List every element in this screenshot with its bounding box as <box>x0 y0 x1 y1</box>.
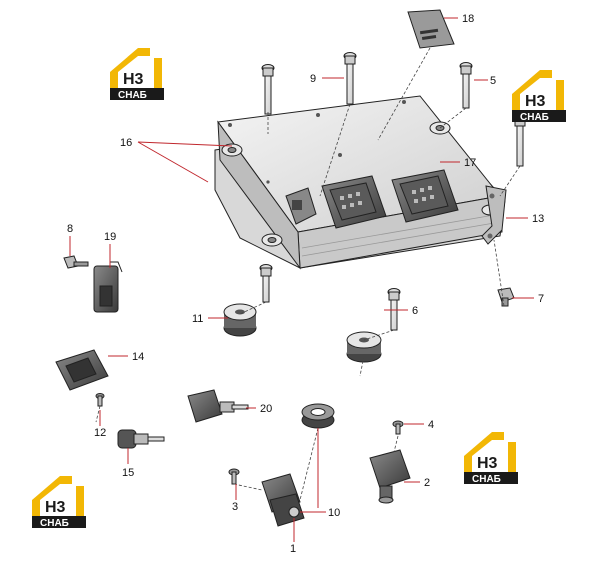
logo-bottom-right: H3 СНАБ <box>464 432 518 485</box>
callout-20: 20 <box>260 403 272 415</box>
callout-8: 8 <box>67 223 73 235</box>
bolt-left-top <box>261 64 275 115</box>
assembly-lines <box>95 47 521 501</box>
harness-bracket <box>481 185 507 245</box>
screw-12 <box>95 393 105 407</box>
callout-17: 17 <box>464 157 476 169</box>
screw-3 <box>228 468 240 485</box>
callout-labels: 18 5 9 16 17 13 7 11 6 8 19 14 12 15 20 … <box>67 13 544 555</box>
callout-19: 19 <box>104 231 116 243</box>
ecu-connector-left <box>321 175 387 229</box>
sensor-2 <box>369 449 411 504</box>
callout-16: 16 <box>120 137 132 149</box>
callout-18: 18 <box>462 13 474 25</box>
ecu-side-plug <box>285 187 317 225</box>
svg-text:H3: H3 <box>525 93 546 110</box>
logo-top-left: H3 СНАБ <box>110 48 164 101</box>
callout-11: 11 <box>192 313 203 325</box>
leader-lines <box>69 17 534 542</box>
bolt-5 <box>459 62 473 109</box>
callout-6: 6 <box>412 305 418 317</box>
callout-4: 4 <box>428 419 434 431</box>
callout-15: 15 <box>122 467 134 479</box>
callout-12: 12 <box>94 427 106 439</box>
label-plate <box>407 9 455 49</box>
sensor-20 <box>187 389 249 423</box>
sensor-14 <box>55 349 109 391</box>
ecu-connector-right <box>391 169 459 223</box>
seal-ring-10 <box>301 403 335 429</box>
callout-2: 2 <box>424 477 430 489</box>
bolt-11 <box>259 264 273 303</box>
callout-14: 14 <box>132 351 144 363</box>
callout-5: 5 <box>490 75 496 87</box>
logo-bottom-left: H3 СНАБ <box>32 476 86 529</box>
bolt-6 <box>387 288 401 331</box>
svg-text:СНАБ: СНАБ <box>118 90 147 101</box>
logo-top-right: H3 СНАБ <box>512 70 566 123</box>
callout-13: 13 <box>532 213 544 225</box>
svg-text:СНАБ: СНАБ <box>40 518 69 529</box>
bolt-9 <box>343 52 357 105</box>
screw-4 <box>392 420 404 435</box>
svg-text:СНАБ: СНАБ <box>472 474 501 485</box>
callout-3: 3 <box>232 501 238 513</box>
svg-text:СНАБ: СНАБ <box>520 112 549 123</box>
bolt-7 <box>497 287 515 307</box>
callout-10: 10 <box>328 507 340 519</box>
sensor-19 <box>93 261 123 313</box>
sensor-15 <box>117 429 165 449</box>
callout-1: 1 <box>290 543 296 555</box>
svg-text:H3: H3 <box>123 71 144 88</box>
callout-7: 7 <box>538 293 544 305</box>
grommet-11 <box>223 303 257 337</box>
svg-text:H3: H3 <box>45 499 66 516</box>
callout-9: 9 <box>310 73 316 85</box>
bolt-8 <box>63 255 89 269</box>
sensor-1 <box>261 473 305 527</box>
svg-text:H3: H3 <box>477 455 498 472</box>
